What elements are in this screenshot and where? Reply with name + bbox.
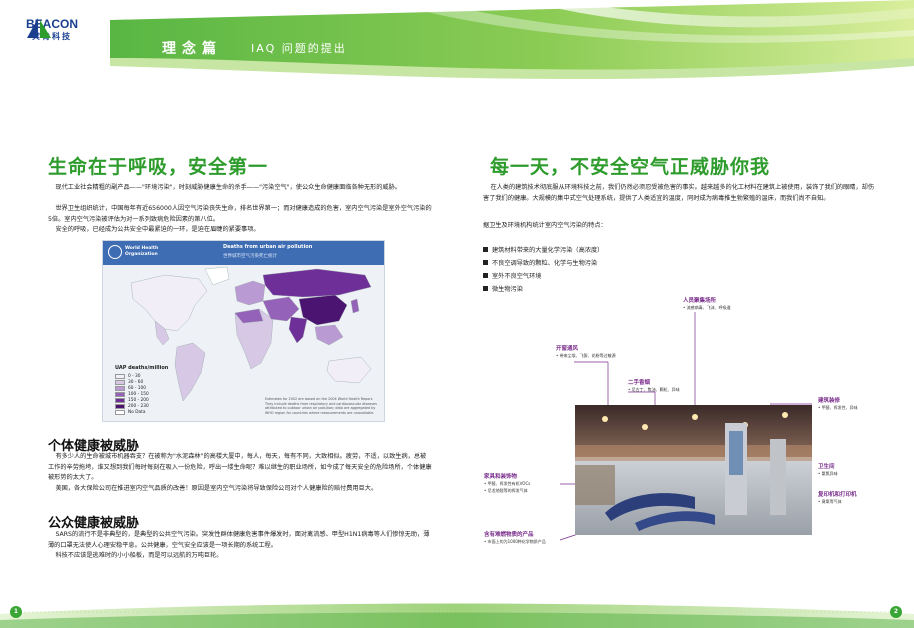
legend-label: 60 - 100 <box>128 385 146 391</box>
legend-row: 60 - 100 <box>115 385 168 391</box>
list-item-label: 建筑材料带来的大量化学污染（高浓度） <box>492 247 604 254</box>
legend-title: UAP deaths/million <box>115 365 169 371</box>
legend-row: No Data <box>115 409 168 415</box>
legend-row: 100 - 150 <box>115 391 168 397</box>
callout-desc: • 尼龙地毯等的挥发气体 <box>484 488 528 493</box>
footer-banner: 1 2 <box>0 590 914 628</box>
page-number-right: 2 <box>890 606 902 618</box>
map-footnote: Estimates for 2002 are based on the 2004… <box>265 397 377 415</box>
square-bullet-icon <box>483 247 488 252</box>
callout-title: 家具和装饰物 <box>484 474 518 480</box>
legend-label: 200 - 230 <box>128 403 149 409</box>
list-item-label: 不良空调导致的颗粒、化学与生物污染 <box>492 260 598 267</box>
square-bullet-icon <box>483 260 488 265</box>
section2-heading: 个体健康被威胁 <box>48 439 140 454</box>
header-swoosh <box>0 0 914 95</box>
legend-swatch <box>115 379 125 385</box>
callout-crowded-places: 人员聚集场所 • 流感病毒、飞沫、呼吸道 <box>683 296 731 311</box>
logo: BEACON 宾肯科技 <box>22 16 82 72</box>
callout-window-ventilation: 开窗通风 • 带来尘埃、飞絮、花粉等过敏源 <box>556 344 616 359</box>
list-item-label: 室外不良空气环境 <box>492 273 542 280</box>
square-bullet-icon <box>483 273 488 278</box>
legend-row: 150 - 200 <box>115 397 168 403</box>
legend-swatch <box>115 403 125 409</box>
callout-flame-retardant-products: 含有难燃物质的产品 • 市面上的为1000种化学物质产品 <box>484 530 546 545</box>
list-item: 建筑材料带来的大量化学污染（高浓度） <box>483 243 603 256</box>
lobby-illustration <box>575 405 812 535</box>
square-bullet-icon <box>483 286 488 291</box>
callout-restroom: 卫生间 • 氨氮异味 <box>818 462 838 477</box>
logo-chinese: 宾肯科技 <box>32 32 72 41</box>
indoor-environment-photo <box>575 405 812 535</box>
callout-desc: • 市面上的为1000种化学物质产品 <box>484 539 546 544</box>
callout-desc: • 甲醛、挥发性有机VOCs <box>484 481 531 486</box>
section3-paragraph-1: SARS的流行不是非典型的，是典型的公共空气污染。突发性群体健康危害事件爆发时，… <box>48 531 430 549</box>
legend-row: 30 - 60 <box>115 379 168 385</box>
map-title: Deaths from urban air pollution <box>223 244 313 250</box>
logo-english: BEACON <box>25 17 78 31</box>
legend-row: 200 - 230 <box>115 403 168 409</box>
section2-paragraph-1: 有多少人的生命被城市机器吞支？在被称为"水泥森林"的高楼大厦中，每人，每天，每有… <box>48 453 432 481</box>
who-emblem-icon <box>108 245 122 259</box>
callout-copiers-printers: 复印机和打印机 • 臭氧等气体 <box>818 490 857 505</box>
section3-heading: 公众健康被威胁 <box>48 516 140 531</box>
callout-furniture: 家具和装饰物 • 甲醛、挥发性有机VOCs • 尼龙地毯等的挥发气体 <box>484 472 530 494</box>
map-organization: World Health Organization <box>125 246 159 257</box>
list-item-label: 微生物污染 <box>492 286 523 293</box>
section3-paragraph-2: 科技不应该是逃难时的小小船板，而是可以远航的万吨巨轮。 <box>55 552 223 559</box>
callout-title: 复印机和打印机 <box>818 492 857 498</box>
right-list-intro: 据卫生及环境机构统计室内空气污染的特点： <box>483 222 607 229</box>
callout-title: 开窗通风 <box>556 346 579 352</box>
left-paragraph-1: 现代工业社会精粗的副产品——"环境污染"，时刻威胁健康生命的杀手——"污染空气"… <box>55 184 401 191</box>
list-item: 室外不良空气环境 <box>483 269 603 282</box>
header-banner: BEACON 宾肯科技 理念篇 IAQ 问题的提出 <box>0 0 914 95</box>
legend-label: 0 - 30 <box>128 373 141 379</box>
legend-label: 100 - 150 <box>128 391 149 397</box>
legend-swatch <box>115 373 125 379</box>
logo-sail-icon <box>27 18 51 38</box>
callout-title: 建筑装修 <box>818 398 841 404</box>
legend-label: No Data <box>128 409 146 415</box>
callout-desc: • 氨氮异味 <box>818 471 838 476</box>
map-continents <box>130 266 372 402</box>
legend-swatch <box>115 391 125 397</box>
callout-title: 二手香烟 <box>628 380 651 386</box>
pollution-features-list: 建筑材料带来的大量化学污染（高浓度） 不良空调导致的颗粒、化学与生物污染 室外不… <box>483 243 603 295</box>
left-paragraph-3: 安全的呼吸，已经成为公共安全中最紧迫的一环，是迫在眉睫的紧要事项。 <box>55 226 260 233</box>
legend-label: 150 - 200 <box>128 397 149 403</box>
legend-swatch <box>115 385 125 391</box>
left-paragraph-2: 世界卫生组织统计，中国每年有近656000人因空气污染丧失生命，排名世界第一；而… <box>48 205 432 223</box>
section-subtitle: IAQ 问题的提出 <box>251 42 347 55</box>
list-item: 不良空调导致的颗粒、化学与生物污染 <box>483 256 603 269</box>
right-heading: 每一天，不安全空气正威胁你我 <box>490 156 771 178</box>
legend-row: 0 - 30 <box>115 373 168 379</box>
left-heading: 生命在于呼吸，安全第一 <box>48 156 269 178</box>
right-paragraph: 在人类的建筑技术彻底服从环境科技之前，我们仍然必须忍受被危害的事实。越来越多的化… <box>483 184 875 202</box>
callout-desc: • 臭氧等气体 <box>818 499 842 504</box>
callout-building-decoration: 建筑装修 • 甲醛、挥发性、异味 <box>818 396 858 411</box>
callout-desc: • 甲醛、挥发性、异味 <box>818 405 858 410</box>
world-pollution-map: World Health Organization Deaths from ur… <box>102 240 385 422</box>
callout-desc: • 带来尘埃、飞絮、花粉等过敏源 <box>556 353 616 358</box>
map-title-bar: World Health Organization Deaths from ur… <box>103 241 384 265</box>
legend-label: 30 - 60 <box>128 379 144 385</box>
legend-swatch <box>115 409 125 415</box>
section-title: 理念篇 <box>162 41 222 57</box>
map-legend: UAP deaths/million 0 - 30 30 - 60 60 - 1… <box>115 365 168 415</box>
footer-swoosh <box>0 603 914 628</box>
callout-title: 人员聚集场所 <box>683 298 717 304</box>
legend-swatch <box>115 397 125 403</box>
map-subtitle: 世界城市空气污染死亡统计 <box>223 254 277 259</box>
callout-title: 卫生间 <box>818 464 835 470</box>
list-item: 微生物污染 <box>483 282 603 295</box>
callout-secondhand-smoke: 二手香烟 • 尼古丁、焦油、颗粒、异味 <box>628 378 680 393</box>
page-number-left: 1 <box>10 606 22 618</box>
callout-desc: • 流感病毒、飞沫、呼吸道 <box>683 305 731 310</box>
callout-desc: • 尼古丁、焦油、颗粒、异味 <box>628 387 680 392</box>
callout-title: 含有难燃物质的产品 <box>484 532 534 538</box>
section2-paragraph-2: 美国，各大保险公司在推进室内空气品质的改善！原因是室内空气污染将导致保险公司对个… <box>55 485 378 492</box>
